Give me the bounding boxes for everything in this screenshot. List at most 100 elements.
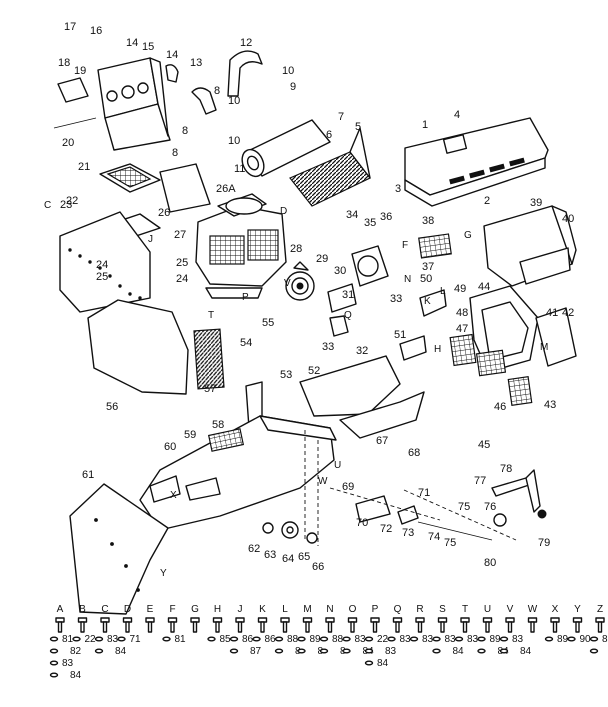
washer-icon bbox=[297, 636, 306, 642]
hardware-letter: E bbox=[147, 604, 154, 615]
ref-letter: V bbox=[284, 278, 291, 289]
hardware-item: N888 bbox=[319, 604, 346, 657]
hardware-item: M898 bbox=[297, 604, 324, 657]
washer-icon bbox=[387, 636, 396, 642]
callout: 64 bbox=[282, 553, 294, 565]
callout: 9 bbox=[290, 81, 296, 93]
callout: 8 bbox=[182, 125, 188, 137]
callout: 44 bbox=[478, 281, 490, 293]
ref-letter: Y bbox=[160, 568, 167, 579]
callout: 58 bbox=[212, 419, 224, 431]
hardware-number: 71 bbox=[130, 634, 142, 645]
callout: 28 bbox=[290, 243, 302, 255]
hardware-letter: W bbox=[528, 604, 538, 615]
washer-icon bbox=[589, 648, 599, 654]
callout: 15 bbox=[142, 41, 154, 53]
hardware-item: T83 bbox=[454, 604, 479, 645]
engine bbox=[195, 193, 287, 299]
hardware-number: 83 bbox=[512, 634, 524, 645]
washer-icon bbox=[94, 636, 104, 642]
washer-icon bbox=[499, 636, 509, 642]
callout: 47 bbox=[456, 323, 468, 335]
hardware-letter: Z bbox=[597, 604, 603, 615]
callout: 34 bbox=[346, 209, 358, 221]
ref-letter: M bbox=[540, 342, 548, 353]
callout: 5 bbox=[355, 121, 361, 133]
callout: 63 bbox=[264, 549, 276, 561]
callout: 35 bbox=[364, 217, 376, 229]
hardware-number: 89 bbox=[310, 634, 322, 645]
rear-fender bbox=[69, 483, 169, 615]
callout: 53 bbox=[280, 369, 292, 381]
hardware-letter: Q bbox=[394, 604, 402, 615]
hardware-letter: R bbox=[416, 604, 423, 615]
callout: 60 bbox=[164, 441, 176, 453]
callout: 71 bbox=[418, 487, 430, 499]
callout: 16 bbox=[90, 25, 102, 37]
callout: 14 bbox=[126, 37, 138, 49]
hardware-letter: N bbox=[326, 604, 333, 615]
callout: 6 bbox=[326, 129, 332, 141]
callout: 55 bbox=[262, 317, 274, 329]
callout: 43 bbox=[544, 399, 556, 411]
callout: 27 bbox=[174, 229, 186, 241]
hardware-number: 87 bbox=[250, 646, 262, 657]
callout: 23 bbox=[60, 199, 72, 211]
ref-letter: T bbox=[208, 310, 214, 321]
callout: 8 bbox=[214, 85, 220, 97]
hardware-item: L888 bbox=[274, 604, 301, 657]
callout: 51 bbox=[394, 329, 406, 341]
callout: 49 bbox=[454, 283, 466, 295]
hardware-number: 88 bbox=[332, 634, 344, 645]
callout: 21 bbox=[78, 161, 90, 173]
hardware-number: 81 bbox=[62, 634, 74, 645]
callout: 31 bbox=[342, 289, 354, 301]
ref-letter: Q bbox=[344, 310, 352, 321]
callout: 24 bbox=[176, 273, 188, 285]
hardware-number: 86 bbox=[602, 634, 608, 645]
washer-icon bbox=[49, 672, 59, 678]
washer-icon bbox=[229, 636, 239, 642]
hardware-item: G bbox=[190, 604, 200, 633]
hardware-item: X89 bbox=[544, 604, 569, 645]
callout: 74 bbox=[428, 531, 440, 543]
washer-icon bbox=[409, 636, 419, 642]
ref-letter: F bbox=[402, 240, 408, 251]
washer-icon bbox=[454, 636, 464, 642]
reference-letters: C D F G H J K L M N P Q T U V W X Y bbox=[44, 200, 548, 579]
hardware-number: 83 bbox=[355, 634, 367, 645]
hardware-number: 83 bbox=[107, 634, 119, 645]
callout: 39 bbox=[530, 197, 542, 209]
hardware-number: 88 bbox=[287, 634, 299, 645]
ref-letter: P bbox=[242, 292, 249, 303]
washer-icon bbox=[297, 648, 306, 654]
hardware-item: Y90 bbox=[567, 604, 591, 645]
callout: 46 bbox=[494, 401, 506, 413]
callout: 8 bbox=[172, 147, 178, 159]
hood-emblem bbox=[442, 134, 468, 154]
hardware-letter: K bbox=[259, 604, 266, 615]
callout: 7 bbox=[338, 111, 344, 123]
ref-letter: U bbox=[334, 460, 341, 471]
ref-letter: H bbox=[434, 344, 441, 355]
washer-icon bbox=[274, 636, 284, 642]
callout: 65 bbox=[298, 551, 310, 563]
callout: 22 bbox=[66, 195, 78, 207]
callout: 12 bbox=[240, 37, 252, 49]
callout: 50 bbox=[420, 273, 432, 285]
callout: 10 bbox=[228, 135, 240, 147]
callout: 73 bbox=[402, 527, 414, 539]
washer-icon bbox=[252, 636, 261, 642]
hood-vents bbox=[449, 157, 525, 185]
hardware-number: 84 bbox=[377, 658, 389, 669]
hardware-number: 86 bbox=[265, 634, 277, 645]
left-side-panel bbox=[59, 211, 151, 313]
callout: 42 bbox=[562, 307, 574, 319]
frame-left bbox=[87, 299, 189, 395]
callout: 24 bbox=[96, 259, 108, 271]
washer-icon bbox=[544, 636, 554, 642]
callout: 2 bbox=[484, 195, 490, 207]
